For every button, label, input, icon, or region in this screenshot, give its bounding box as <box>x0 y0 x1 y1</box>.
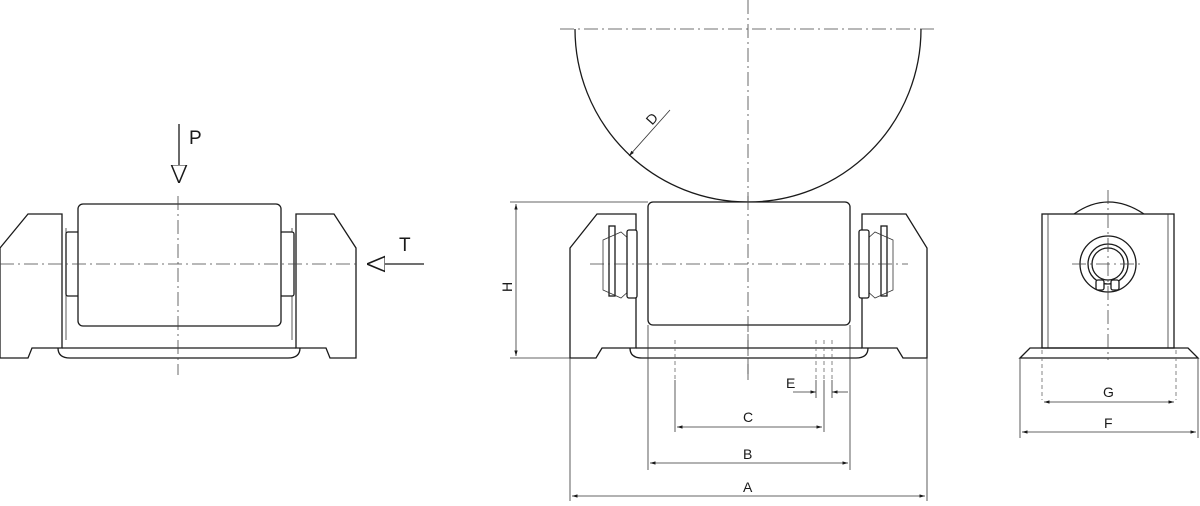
label-e: E <box>786 375 795 391</box>
label-b: B <box>743 446 752 462</box>
left-frame-base <box>57 347 301 359</box>
label-d: D <box>642 110 661 128</box>
left-bolt <box>602 225 638 299</box>
right-bolt <box>858 225 894 299</box>
label-f: F <box>1104 415 1113 431</box>
mid-roller <box>647 201 851 326</box>
label-g: G <box>1103 384 1114 400</box>
label-h: H <box>499 282 515 292</box>
right-view: G F <box>1018 190 1200 438</box>
mid-frame-right-bracket <box>861 213 928 359</box>
middle-view: D H E <box>499 0 938 501</box>
label-p: P <box>189 128 202 149</box>
side-base-plate <box>1018 347 1200 359</box>
left-frame-left-bracket <box>0 213 63 359</box>
left-view: P T <box>0 124 424 375</box>
left-frame-right-bracket <box>295 213 357 359</box>
label-c: C <box>743 409 753 425</box>
label-a: A <box>743 479 753 495</box>
mid-frame-left-bracket <box>569 213 637 359</box>
left-roller <box>77 203 282 327</box>
label-t: T <box>399 235 411 256</box>
